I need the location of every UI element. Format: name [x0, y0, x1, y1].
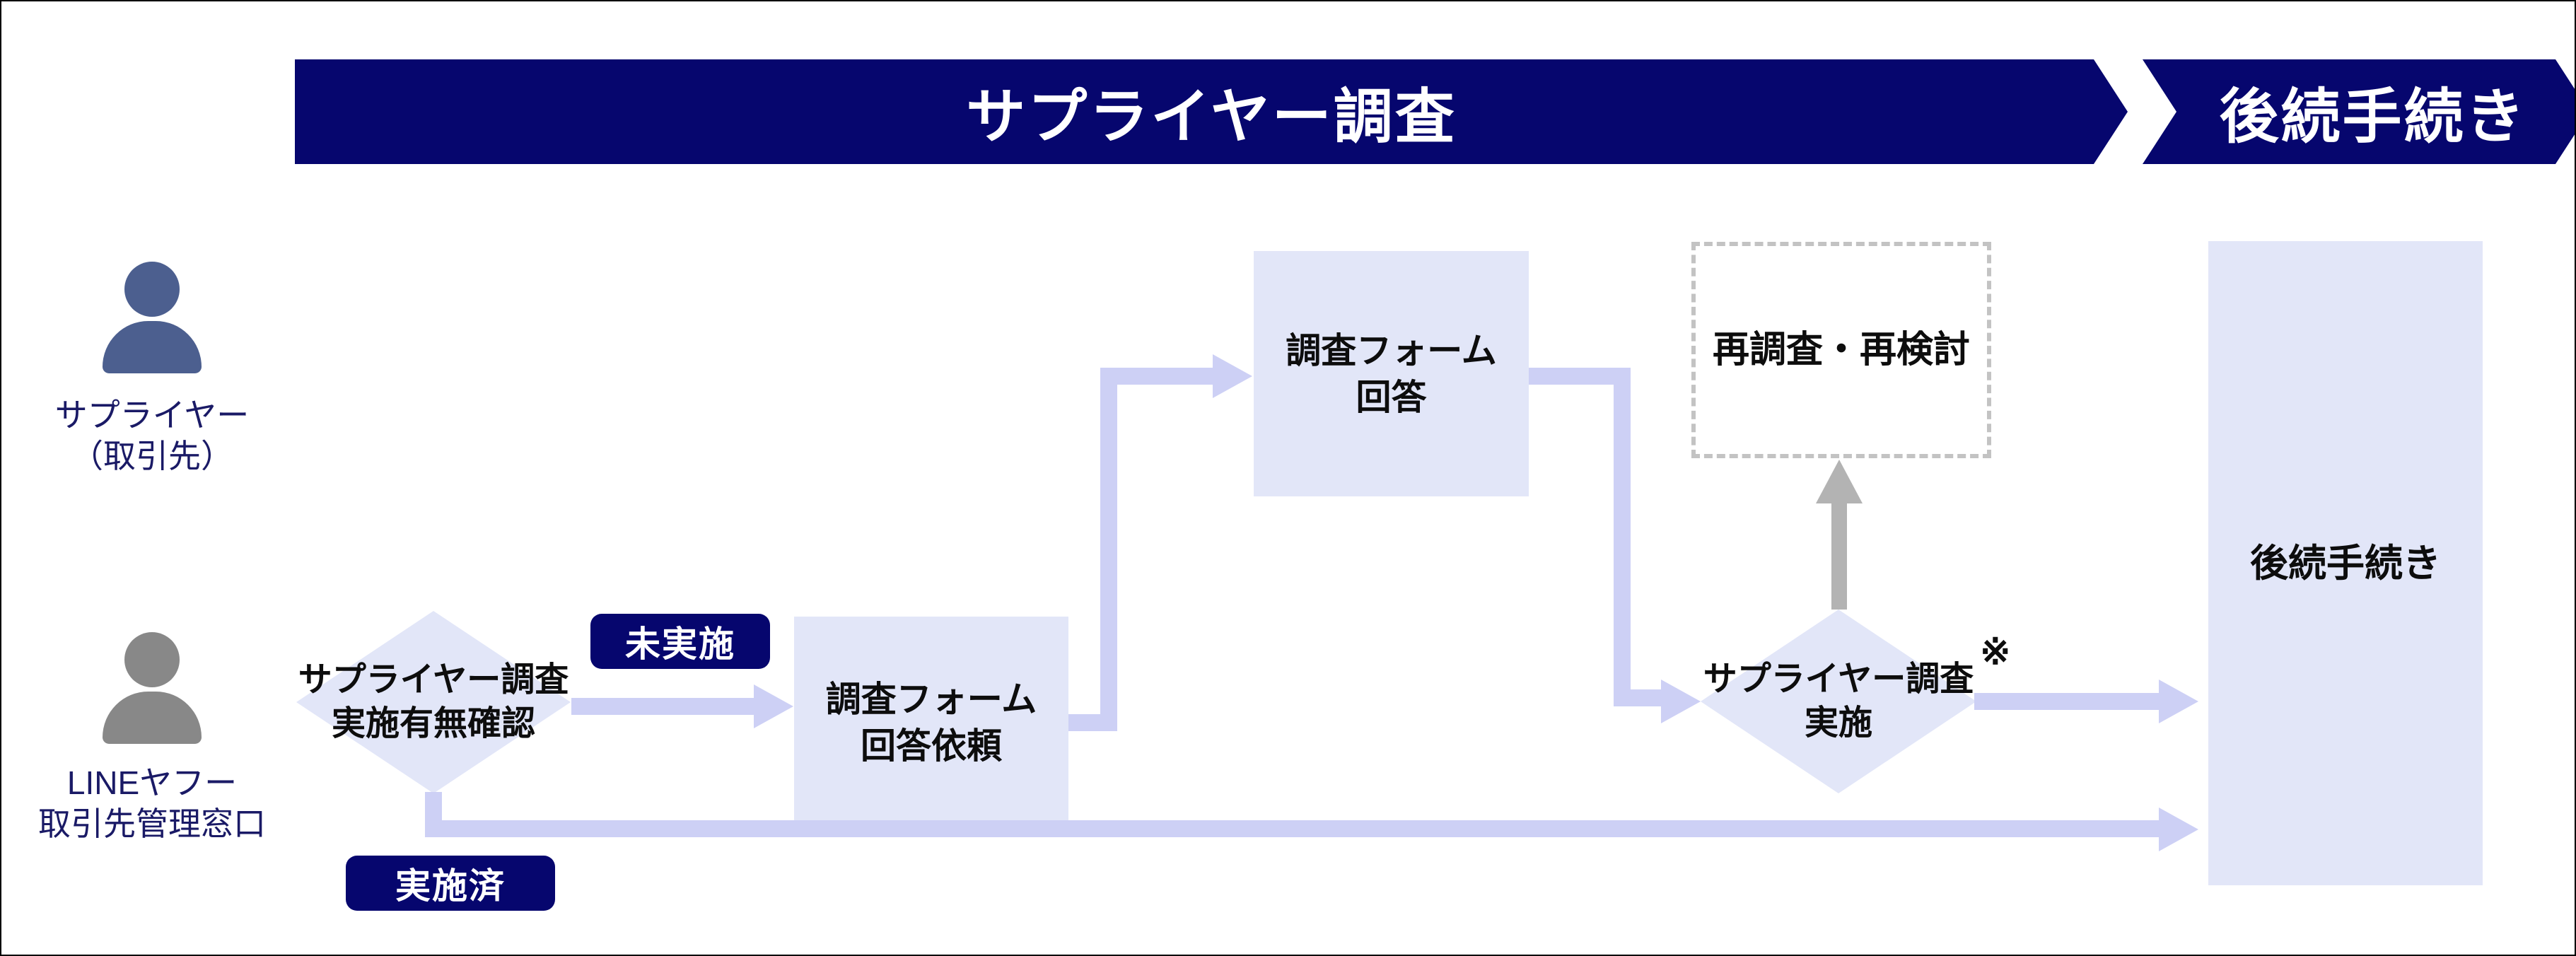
lane-label-supplier: サプライヤー （取引先）: [11, 395, 293, 477]
resurvey-label: 再調査・再検討: [1712, 330, 1971, 371]
lane-label-supplier-line1: サプライヤー: [54, 397, 250, 433]
decision-conduct-label: サプライヤー調査 実施: [1703, 658, 1974, 745]
decision-check-line1: サプライヤー調査: [298, 661, 569, 699]
decision-check-label: サプライヤー調査 実施有無確認: [298, 658, 569, 746]
phase-banner-followup-label: 後続手続き: [2219, 83, 2527, 150]
decision-conduct-line2: 実施: [1804, 704, 1872, 742]
arrow-conduct-to-resurvey-head-icon: [1816, 460, 1863, 503]
phase-banner-supplier-survey-label: サプライヤー調査: [966, 83, 1457, 150]
ly-person-icon: [103, 632, 202, 744]
supplier-person-icon-body: [103, 321, 202, 373]
process-box-request: 調査フォーム 回答依頼: [794, 617, 1068, 829]
process-box-request-label: 調査フォーム 回答依頼: [826, 676, 1037, 769]
connector-answer-to-conduct-seg3: [1614, 689, 1662, 706]
phase-banner-followup: 後続手続き: [2143, 59, 2576, 164]
arrow-done-bypass-horizontal: [425, 820, 2159, 837]
arrow-conduct-to-followup-head-icon: [2159, 680, 2198, 723]
arrow-check-to-request-head-icon: [754, 684, 793, 728]
connector-request-to-answer-head-icon: [1213, 354, 1252, 398]
lane-label-supplier-line2: （取引先）: [71, 438, 233, 474]
ly-person-icon-head: [124, 632, 180, 687]
connector-request-to-answer-seg2: [1100, 368, 1117, 731]
process-box-request-line2: 回答依頼: [861, 726, 1002, 766]
badge-not-done: 未実施: [590, 614, 770, 669]
supplier-person-icon-head: [124, 262, 180, 317]
process-box-answer: 調査フォーム 回答: [1254, 251, 1529, 496]
decision-conduct-line1: サプライヤー調査: [1703, 660, 1974, 698]
decision-check-line2: 実施有無確認: [331, 705, 535, 742]
arrow-done-bypass-head-icon: [2159, 808, 2198, 851]
lane-label-ly: LINEヤフー 取引先管理窓口: [11, 762, 293, 844]
decision-check-diamond: サプライヤー調査 実施有無確認: [296, 611, 571, 793]
ly-person-icon-body: [103, 692, 202, 744]
process-box-request-line1: 調査フォーム: [825, 680, 1037, 719]
process-box-answer-line1: 調査フォーム: [1286, 330, 1497, 371]
badge-done: 実施済: [346, 856, 555, 911]
process-box-answer-line2: 回答: [1356, 377, 1427, 417]
badge-done-label: 実施済: [395, 866, 506, 906]
lane-label-ly-line1: LINEヤフー: [66, 764, 238, 801]
connector-request-to-answer-seg3: [1100, 368, 1213, 385]
decision-conduct-diamond: サプライヤー調査 実施: [1701, 610, 1976, 793]
lane-label-ly-line2: 取引先管理窓口: [38, 805, 266, 842]
arrow-check-to-request-shaft: [571, 698, 755, 715]
process-box-followup-label: 後続手続き: [2250, 542, 2441, 585]
supplier-person-icon: [103, 262, 202, 373]
connector-answer-to-conduct-seg2: [1614, 368, 1631, 706]
process-box-answer-label: 調査フォーム 回答: [1286, 327, 1497, 421]
arrow-conduct-to-followup-shaft: [1974, 693, 2160, 710]
process-box-followup: 後続手続き: [2208, 241, 2483, 885]
resurvey-dashed-box: 再調査・再検討: [1691, 242, 1991, 458]
badge-not-done-label: 未実施: [625, 624, 735, 664]
phase-banner-supplier-survey: サプライヤー調査: [295, 59, 2128, 164]
connector-answer-to-conduct-head-icon: [1661, 680, 1701, 723]
note-asterisk: ※: [1980, 631, 2011, 672]
arrow-conduct-to-resurvey-shaft: [1831, 496, 1847, 610]
